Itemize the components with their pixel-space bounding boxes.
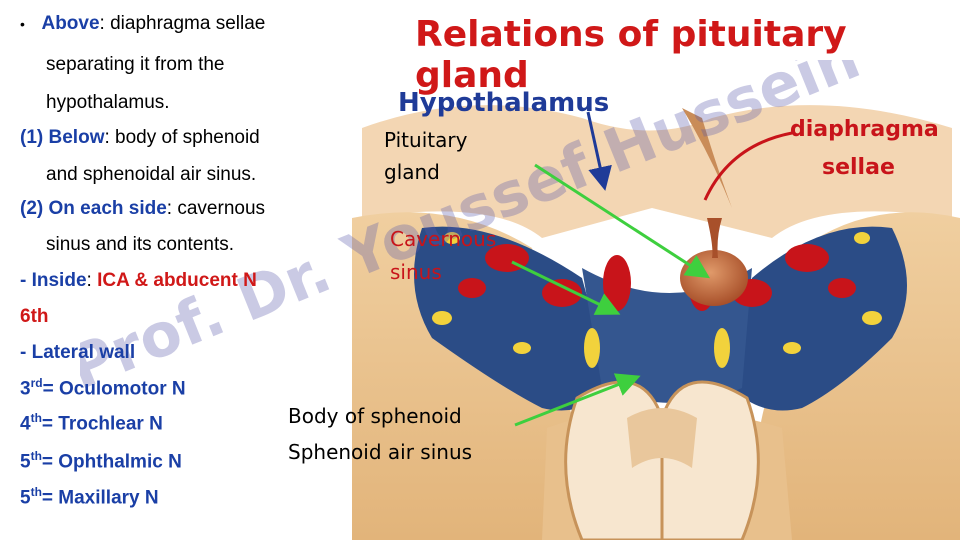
side-text: : cavernous bbox=[166, 198, 266, 219]
n5a-sup: th bbox=[30, 449, 42, 463]
line-oculomotor: 3rd= Oculomotor N bbox=[20, 377, 186, 398]
line-above-cont1: separating it from the bbox=[46, 54, 225, 75]
inside-label: Inside bbox=[31, 270, 87, 291]
line-ophthalmic: 5th= Ophthalmic N bbox=[20, 450, 182, 471]
inside-text: ICA & abducent N bbox=[97, 270, 257, 291]
page-title: Relations of pituitary gland bbox=[415, 14, 847, 96]
watermark: Prof. Dr. Youssef Hussein bbox=[80, 60, 869, 404]
below-num: (1) bbox=[20, 127, 44, 148]
arrow-body bbox=[514, 373, 641, 427]
label-hypothalamus: Hypothalamus bbox=[398, 88, 610, 118]
label-cavernous: Cavernous bbox=[390, 227, 497, 251]
label-body-sphenoid: Body of sphenoid bbox=[288, 404, 462, 428]
arrow-diaphragma bbox=[703, 131, 793, 201]
line-lateral: - Lateral wall bbox=[20, 342, 136, 363]
n3-num: 3 bbox=[20, 378, 31, 400]
arrow-pituitary bbox=[534, 163, 711, 279]
n4-num: 4 bbox=[20, 413, 31, 435]
bullet: • bbox=[20, 16, 25, 32]
n5b-num: 5 bbox=[20, 487, 31, 509]
side-label: On each side bbox=[48, 198, 167, 219]
n5b-sup: th bbox=[30, 485, 42, 499]
label-air-sinus: Sphenoid air sinus bbox=[288, 440, 473, 464]
pituitary-section-illustration bbox=[352, 105, 960, 540]
n4-sup: th bbox=[30, 411, 42, 425]
n5a-text: = Ophthalmic N bbox=[41, 451, 182, 473]
label-diaphragma: diaphragma bbox=[790, 117, 939, 142]
label-pituitary: Pituitary bbox=[384, 128, 468, 152]
above-label: Above bbox=[41, 13, 100, 34]
line-trochlear: 4th= Trochlear N bbox=[20, 412, 163, 433]
line-above-cont2: hypothalamus. bbox=[46, 92, 170, 113]
n4-text: = Trochlear N bbox=[41, 413, 163, 435]
below-label: Below bbox=[48, 127, 105, 148]
inside-dash: - bbox=[20, 270, 32, 291]
n5b-text: = Maxillary N bbox=[41, 487, 159, 509]
below-text: : body of sphenoid bbox=[104, 127, 260, 148]
n3-sup: rd bbox=[30, 376, 43, 390]
line-above: • Above: diaphragma sellae bbox=[20, 14, 265, 33]
inside-colon: : bbox=[86, 270, 98, 291]
label-gland: gland bbox=[384, 160, 440, 184]
n5a-num: 5 bbox=[20, 451, 31, 473]
arrow-cavernous bbox=[511, 260, 621, 315]
above-text: : diaphragma sellae bbox=[99, 13, 266, 34]
line-below-cont: and sphenoidal air sinus. bbox=[46, 164, 257, 185]
side-num: (2) bbox=[20, 198, 44, 219]
line-inside-cont: 6th bbox=[20, 306, 49, 327]
line-side: (2) On each side: cavernous bbox=[20, 199, 265, 218]
line-side-cont: sinus and its contents. bbox=[46, 234, 234, 255]
line-inside: - Inside: ICA & abducent N bbox=[20, 271, 257, 290]
arrow-hypothalamus bbox=[586, 111, 612, 191]
line-maxillary: 5th= Maxillary N bbox=[20, 486, 159, 507]
label-sellae: sellae bbox=[822, 155, 895, 180]
line-below: (1) Below: body of sphenoid bbox=[20, 128, 260, 147]
label-sinus: sinus bbox=[390, 260, 442, 284]
n3-text: = Oculomotor N bbox=[42, 378, 186, 400]
